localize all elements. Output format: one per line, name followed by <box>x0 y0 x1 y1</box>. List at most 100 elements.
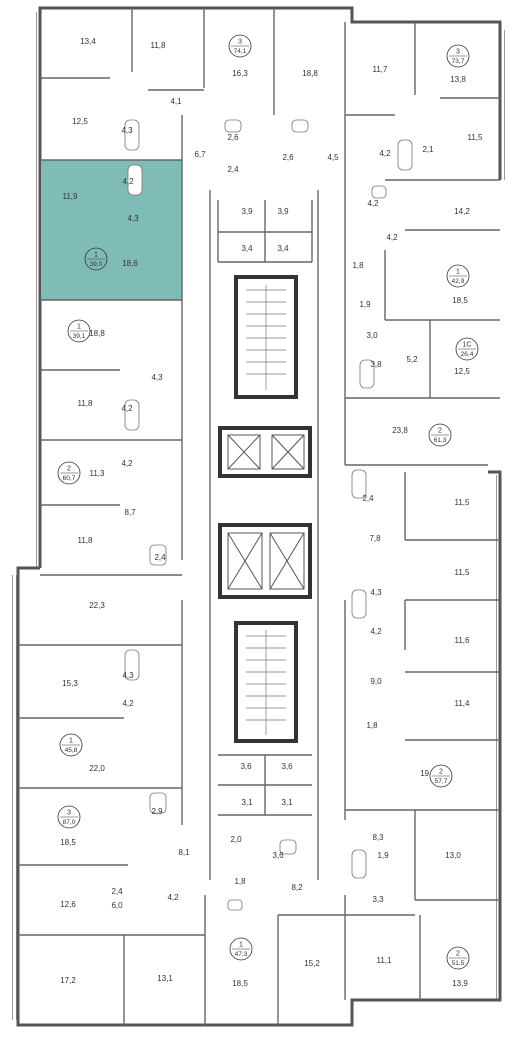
apartment-total-area-label: 47,3 <box>235 951 248 958</box>
apartment-badge-apt-2-61-3[interactable]: 261,3 <box>428 423 452 447</box>
stair-treads <box>246 285 286 735</box>
room-area-label: 8,2 <box>291 883 303 892</box>
room-area-label: 12,5 <box>72 117 88 126</box>
apartment-total-area-label: 26,4 <box>461 351 474 358</box>
apartment-total-area-label: 61,3 <box>434 437 447 444</box>
apartment-rooms-label: 1 <box>77 324 81 331</box>
room-area-label: 13,1 <box>157 974 173 983</box>
apartment-badge-apt-2-57-7[interactable]: 257,7 <box>429 764 453 788</box>
apartment-rooms-label: 2 <box>438 428 442 435</box>
room-area-label: 18,5 <box>452 296 468 305</box>
room-area-label: 3,3 <box>372 895 384 904</box>
room-area-label: 8,3 <box>372 833 384 842</box>
room-area-label: 3,8 <box>370 360 382 369</box>
room-area-label: 4,2 <box>121 459 133 468</box>
room-area-label: 11,5 <box>468 133 484 142</box>
room-area-label: 11,1 <box>377 956 393 965</box>
room-area-label: 3,4 <box>241 244 253 253</box>
room-area-label: 14,2 <box>454 207 470 216</box>
apartment-rooms-label: 3 <box>67 810 71 817</box>
room-area-label: 2,6 <box>282 153 294 162</box>
bathroom-fixtures <box>124 119 413 911</box>
room-area-label: 2,4 <box>227 165 239 174</box>
room-area-label: 4,2 <box>386 233 398 242</box>
core-structure <box>218 275 312 743</box>
room-area-label: 6,7 <box>194 150 206 159</box>
apartment-total-area-label: 39,1 <box>73 333 86 340</box>
apartment-rooms-label: 3 <box>456 49 460 56</box>
room-area-label: 2,9 <box>151 807 163 816</box>
apartment-rooms-label: 3 <box>238 39 242 46</box>
apartment-total-area-label: 87,0 <box>63 819 76 826</box>
room-area-label: 4,2 <box>370 627 382 636</box>
room-area-label: 9,0 <box>370 677 382 686</box>
room-area-label: 11,6 <box>455 636 471 645</box>
room-area-label: 3,0 <box>366 331 378 340</box>
room-area-label: 1,9 <box>359 300 371 309</box>
room-area-label: 12,6 <box>60 900 76 909</box>
room-area-label: 11,8 <box>151 41 167 50</box>
room-area-label: 1,8 <box>352 261 364 270</box>
room-area-label: 17,2 <box>60 976 76 985</box>
apartment-total-area-label: 73,7 <box>452 58 465 65</box>
room-area-label: 3,6 <box>272 851 284 860</box>
room-area-label: 19,7 <box>420 769 436 778</box>
room-area-label: 13,8 <box>450 75 466 84</box>
apartment-rooms-label: 2 <box>456 951 460 958</box>
apartment-badge-apt-3-74-1[interactable]: 374,1 <box>228 34 252 58</box>
room-area-label: 4,1 <box>170 97 182 106</box>
room-area-label: 13,0 <box>445 851 461 860</box>
room-area-label: 13,9 <box>452 979 468 988</box>
room-area-label: 11,5 <box>455 498 471 507</box>
room-area-label: 11,5 <box>455 568 471 577</box>
room-area-label: 4,3 <box>122 671 134 680</box>
room-area-label: 3,6 <box>281 762 293 771</box>
room-area-label: 4,3 <box>121 126 133 135</box>
room-area-label: 5,2 <box>406 355 418 364</box>
room-area-label: 4,3 <box>127 214 139 223</box>
apartment-badge-apt-1-42-9[interactable]: 142,9 <box>446 264 470 288</box>
apartment-badge-apt-1-47-3[interactable]: 147,3 <box>229 937 253 961</box>
room-area-label: 18,8 <box>302 69 318 78</box>
apartment-badge-apt-1-39-1[interactable]: 139,1 <box>67 319 91 343</box>
apartment-rooms-label: 1 <box>239 942 243 949</box>
apartment-badge-apt-1-39-0[interactable]: 139,0 <box>84 247 108 271</box>
room-area-label: 8,7 <box>124 508 136 517</box>
room-area-label: 23,8 <box>392 426 408 435</box>
apartment-badge-apt-2-60-7[interactable]: 260,7 <box>57 461 81 485</box>
outer-walls <box>16 6 502 1027</box>
room-area-label: 4,5 <box>327 153 339 162</box>
room-area-label: 2,4 <box>111 887 123 896</box>
apartment-badge-apt-2-51-5[interactable]: 251,5 <box>446 946 470 970</box>
room-area-label: 11,7 <box>373 65 389 74</box>
apartment-total-area-label: 57,7 <box>435 778 448 785</box>
highlighted-apartment-fill[interactable] <box>42 160 182 300</box>
apartment-total-area-label: 39,0 <box>90 261 103 268</box>
room-area-label: 18,6 <box>122 259 138 268</box>
room-area-label: 4,2 <box>121 404 133 413</box>
apartment-total-area-label: 45,8 <box>65 747 78 754</box>
room-area-label: 4,2 <box>379 149 391 158</box>
room-area-label: 11,3 <box>90 469 106 478</box>
room-area-label: 13,4 <box>80 37 96 46</box>
room-area-label: 11,9 <box>63 192 79 201</box>
room-area-label: 6,0 <box>111 901 123 910</box>
room-area-label: 15,3 <box>62 679 78 688</box>
room-area-label: 18,5 <box>60 838 76 847</box>
apartment-badge-apt-3-87-0[interactable]: 387,0 <box>57 805 81 829</box>
room-area-label: 11,4 <box>455 699 471 708</box>
apartment-total-area-label: 42,9 <box>452 278 465 285</box>
room-area-label: 16,3 <box>232 69 248 78</box>
apartment-badge-apt-1-45-8[interactable]: 145,8 <box>59 733 83 757</box>
apartment-badge-apt-3-73-7[interactable]: 373,7 <box>446 44 470 68</box>
room-area-label: 3,9 <box>277 207 289 216</box>
room-area-label: 4,3 <box>151 373 163 382</box>
room-area-label: 11,8 <box>78 536 94 545</box>
room-area-label: 4,2 <box>367 199 379 208</box>
room-area-label: 3,4 <box>277 244 289 253</box>
room-area-label: 22,3 <box>89 601 105 610</box>
